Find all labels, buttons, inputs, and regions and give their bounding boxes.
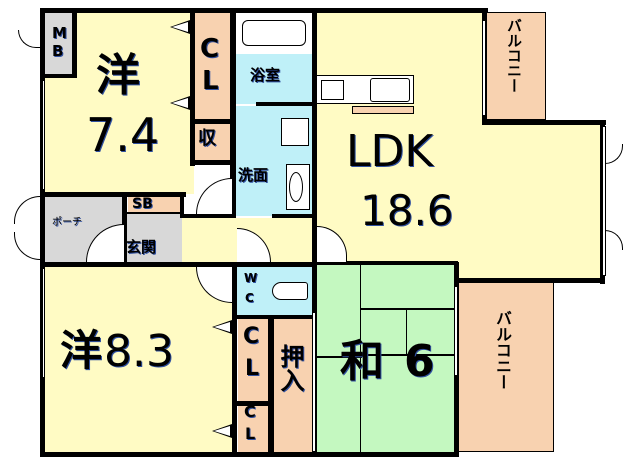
tatami-mat [360, 354, 456, 454]
washroom-label: 洗面 [238, 166, 269, 184]
washing-machine-drum-icon [289, 172, 303, 202]
western-room-7-4-name: 洋 [96, 50, 140, 101]
tatami-mat [360, 308, 408, 356]
closet-mid [238, 318, 268, 402]
window [454, 286, 458, 376]
entrance-label: 玄関 [126, 238, 157, 256]
door-arc [605, 230, 623, 250]
shoebox-label: SB [132, 196, 153, 212]
wall [312, 8, 317, 456]
bathtub-icon [242, 20, 306, 46]
balcony-top [486, 12, 546, 120]
japanese-room-size: 6 [404, 336, 435, 387]
meter-box [44, 12, 72, 74]
wall [40, 452, 458, 457]
shoebox [128, 196, 180, 214]
ldk-name: LDK [346, 126, 434, 177]
meter-box-label-m: M [52, 24, 67, 42]
window [42, 80, 45, 190]
wall [454, 278, 605, 283]
closet-bottom-label-c: C [244, 402, 256, 421]
stove-icon [321, 80, 344, 100]
western-room-7-4-size: 7.4 [86, 108, 160, 162]
wall [122, 192, 127, 264]
closet-door-mark [172, 22, 188, 32]
ldk-size: 18.6 [360, 186, 454, 235]
closet-door-mark [214, 426, 230, 436]
wall [40, 74, 76, 78]
closet-bottom-label-l: L [245, 424, 256, 443]
storage-label: 収 [198, 128, 216, 149]
window [482, 20, 486, 116]
balcony-top-label: バルコニー [505, 18, 523, 93]
bath-room [236, 54, 312, 104]
door-arc [14, 232, 40, 260]
porch-label: ポーチ [52, 217, 82, 228]
wall [190, 119, 234, 124]
oshiire [274, 318, 312, 452]
window [312, 312, 316, 452]
wall [40, 8, 45, 456]
wall [72, 8, 77, 78]
japanese-room-name: 和 [340, 336, 384, 387]
closet-door-mark [172, 98, 188, 108]
balcony-bottom-label: バルコニー [493, 310, 512, 390]
wall [232, 401, 272, 406]
wall [126, 212, 182, 214]
closet-door-mark [214, 322, 230, 332]
wall [180, 192, 184, 218]
ldk-lower-extension [456, 260, 600, 280]
wc-label-w: W [244, 271, 258, 285]
wall [230, 8, 236, 218]
wall [482, 120, 606, 125]
closet-top-label-l: L [202, 66, 219, 96]
ldk-room [316, 12, 486, 266]
wall [256, 102, 314, 106]
door-arc [18, 30, 40, 48]
kitchen-bar [352, 106, 414, 114]
wall [40, 192, 186, 197]
wall [190, 8, 195, 166]
kitchen-sink-icon [370, 78, 410, 102]
oshiire-label: 押入 [276, 344, 304, 392]
tatami-mat [360, 264, 456, 310]
wall [232, 262, 237, 456]
wall [40, 8, 488, 13]
closet-bottom [238, 406, 268, 452]
bath-label: 浴室 [250, 66, 281, 84]
ldk-room-extension [480, 124, 600, 266]
door-arc [14, 196, 40, 224]
closet-top [194, 12, 230, 120]
wall [312, 261, 458, 265]
door-arc [605, 144, 623, 164]
tatami-mat [406, 308, 456, 356]
japanese-room [316, 264, 456, 454]
entrance [124, 214, 182, 262]
closet-mid-label-l: L [245, 356, 260, 381]
western-room-8-3-size: 8.3 [104, 326, 174, 377]
closet-mid-label-c: C [243, 324, 260, 349]
door-arc [196, 178, 232, 214]
wall [190, 160, 234, 165]
tatami-mat [316, 356, 362, 358]
storage [194, 124, 230, 162]
wc-label-c: C [245, 291, 254, 305]
wall [182, 214, 236, 218]
wall [268, 315, 274, 455]
meter-box-label-b: B [52, 42, 64, 60]
western-room-8-3-name: 洋 [60, 326, 103, 375]
western-room-8-3 [44, 266, 234, 452]
wall [40, 262, 316, 267]
toilet-icon [272, 282, 308, 300]
window [42, 268, 45, 378]
window [602, 126, 606, 276]
sink-icon [281, 118, 309, 146]
wall [272, 214, 314, 218]
closet-top-label-c: C [200, 34, 220, 64]
